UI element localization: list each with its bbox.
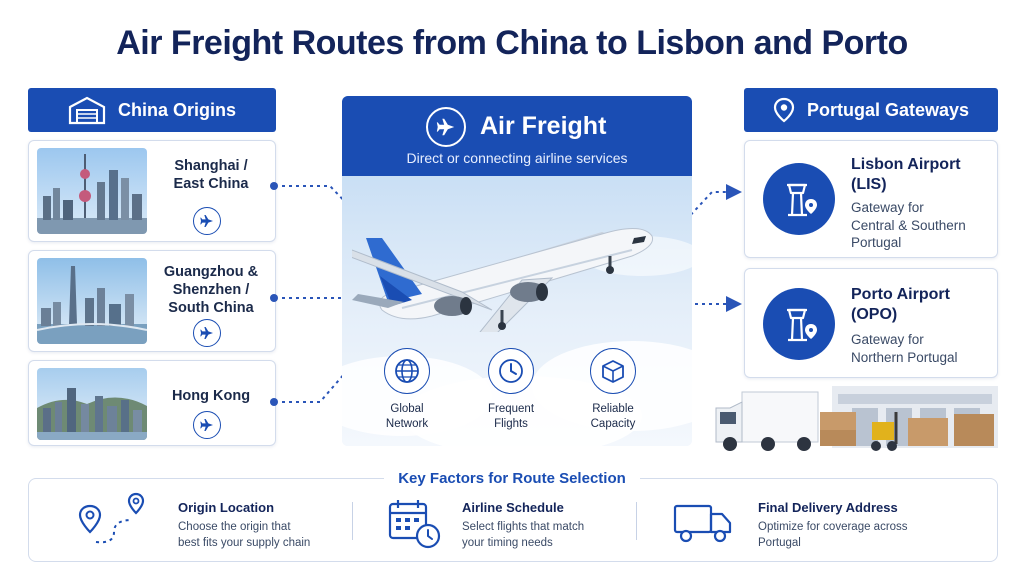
- page-title: Air Freight Routes from China to Lisbon …: [116, 24, 908, 62]
- warehouse-icon: [68, 95, 106, 125]
- feature-label: Global Network: [385, 403, 429, 430]
- factor-heading: Final Delivery Address: [758, 500, 898, 515]
- plane-circle-icon: [426, 107, 466, 147]
- air-freight-title: Air Freight: [480, 112, 607, 140]
- airport-description: Gateway for Central & Southern Portugal: [851, 200, 966, 251]
- airplane-illustration: [352, 228, 654, 332]
- portugal-gateways-title: Portugal Gateways: [806, 99, 970, 120]
- origin-card-shanghai[interactable]: Shanghai / East China: [28, 140, 276, 242]
- city-name: Shanghai / East China: [173, 158, 249, 193]
- truck-icon: [673, 504, 732, 543]
- feature-frequent-flights: Frequent Flights: [466, 348, 556, 432]
- control-tower-icon: [763, 288, 835, 360]
- gateway-card-lisbon[interactable]: Lisbon Airport (LIS) Gateway for Central…: [744, 140, 998, 258]
- feature-label: Reliable Capacity: [590, 403, 636, 430]
- key-factors-panel: [28, 478, 998, 562]
- shanghai-skyline-image: [37, 148, 147, 234]
- feature-reliable-capacity: Reliable Capacity: [568, 348, 658, 432]
- location-pin-icon: [773, 97, 795, 123]
- air-freight-panel: Air Freight Direct or connecting airline…: [342, 96, 692, 446]
- airport-name: Lisbon Airport (LIS): [851, 156, 961, 193]
- box-icon: [590, 348, 636, 394]
- origin-card-guangzhou[interactable]: Guangzhou & Shenzhen / South China: [28, 250, 276, 352]
- airport-description: Gateway for Northern Portugal: [851, 332, 958, 365]
- airport-name: Porto Airport (OPO): [851, 286, 950, 323]
- control-tower-icon: [763, 163, 835, 235]
- clock-icon: [488, 348, 534, 394]
- air-freight-header: Air Freight Direct or connecting airline…: [342, 96, 692, 176]
- china-origins-header: China Origins: [28, 88, 276, 132]
- air-freight-subtitle: Direct or connecting airline services: [406, 150, 628, 166]
- plane-icon: [193, 207, 221, 235]
- feature-global-network: Global Network: [362, 348, 452, 432]
- city-name: Guangzhou & Shenzhen / South China: [163, 264, 259, 317]
- china-origins-title: China Origins: [117, 99, 236, 120]
- factor-heading: Airline Schedule: [462, 500, 564, 515]
- connector-lisbon: [685, 184, 742, 221]
- city-name: Hong Kong: [171, 388, 251, 404]
- factor-text: Optimize for coverage across Portugal: [758, 521, 908, 549]
- factor-divider: [352, 502, 353, 540]
- plane-icon: [193, 319, 221, 347]
- key-factors-title: Key Factors for Route Selection: [384, 470, 640, 487]
- factor-text: Choose the origin that best fits your su…: [178, 521, 311, 549]
- factor-divider: [636, 502, 637, 540]
- globe-icon: [384, 348, 430, 394]
- logistics-illustration: [715, 386, 998, 451]
- hong-kong-skyline-image: [37, 368, 147, 440]
- factor-text: Select flights that match your timing ne…: [462, 521, 585, 549]
- plane-icon: [193, 411, 221, 439]
- route-pins-icon: [78, 492, 145, 544]
- gateway-card-porto[interactable]: Porto Airport (OPO) Gateway for Northern…: [744, 268, 998, 378]
- portugal-gateways-header: Portugal Gateways: [744, 88, 998, 132]
- calendar-clock-icon: [388, 500, 441, 549]
- origin-card-hong-kong[interactable]: Hong Kong: [28, 360, 276, 446]
- feature-label: Frequent Flights: [487, 403, 535, 430]
- key-factors-title-row: Key Factors for Route Selection: [0, 470, 1024, 488]
- factor-heading: Origin Location: [178, 500, 275, 515]
- guangzhou-skyline-image: [37, 258, 147, 344]
